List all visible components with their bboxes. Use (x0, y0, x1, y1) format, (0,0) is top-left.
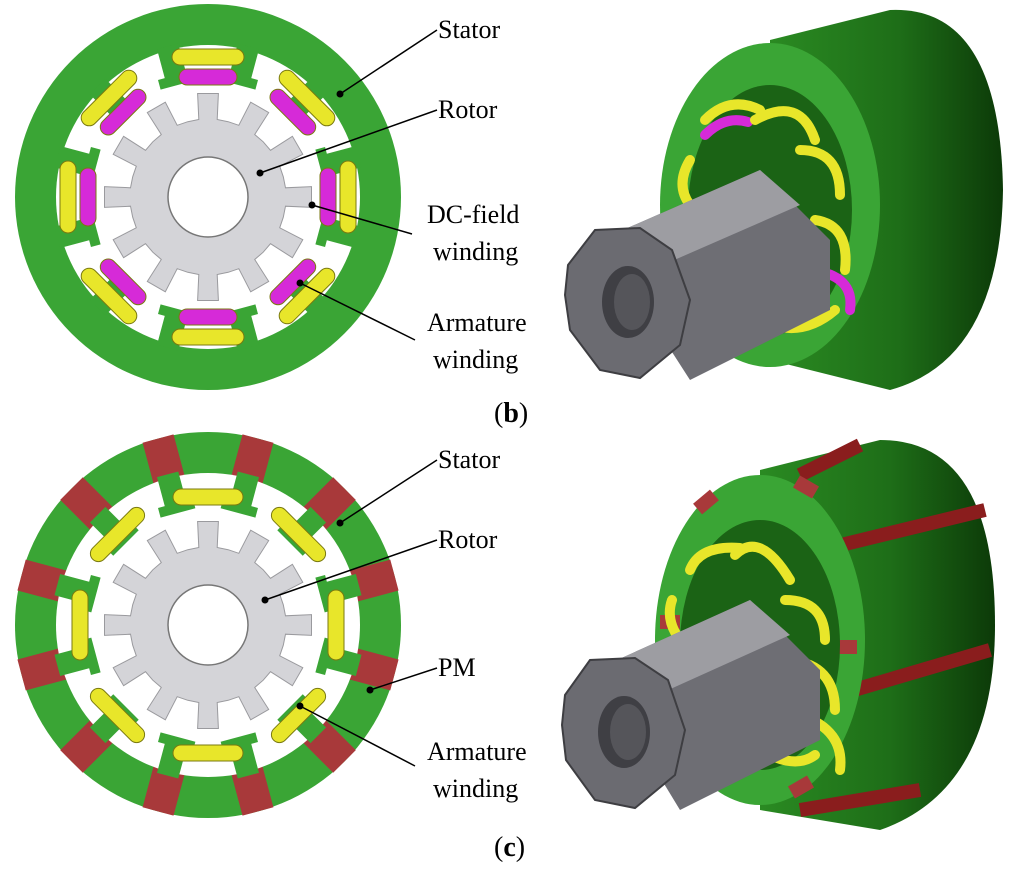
armature-coil (89, 687, 146, 744)
dc-field-coil (178, 308, 238, 326)
label-dc-winding-b: winding (433, 237, 518, 266)
armature-coil (80, 69, 138, 127)
label-rotor-b: Rotor (438, 95, 498, 124)
dc-field-coil (269, 258, 317, 306)
label-dc-field-b: DC-field (427, 200, 519, 229)
armature-coils (59, 48, 357, 346)
rotor-bore-inner (614, 274, 650, 330)
dc-field-coil (319, 167, 337, 227)
armature-coils (71, 488, 345, 762)
armature-coil (270, 687, 327, 744)
armature-coil (59, 160, 77, 234)
label-stator-c: Stator (438, 445, 500, 474)
dc-field-coil (79, 167, 97, 227)
armature-coil (327, 589, 345, 661)
shaft-bore (167, 156, 249, 238)
dc-field-coil (269, 88, 317, 136)
label-armature-winding-c: winding (433, 774, 518, 803)
label-pm-c: PM (438, 653, 476, 682)
panel-c-3d-view (560, 438, 995, 830)
caption-c: (c) (494, 832, 525, 863)
armature-coil (171, 328, 245, 346)
label-armature-winding-b: winding (433, 345, 518, 374)
armature-coil (171, 48, 245, 66)
armature-coil (172, 744, 244, 762)
label-rotor-c: Rotor (438, 525, 498, 554)
shaft-bore (167, 584, 249, 666)
rotor-bore-inner (610, 704, 646, 760)
panel-b-leader-dots (256, 90, 344, 287)
armature-coil (172, 488, 244, 506)
label-armature-b: Armature (427, 308, 527, 337)
panel-c-cross-section (15, 432, 401, 818)
armature-coil (270, 506, 327, 563)
panel-c-leaders (264, 459, 438, 767)
armature-coil (278, 69, 336, 127)
dc-field-coil (99, 258, 147, 306)
panel-c-leader-dots (261, 519, 374, 710)
armature-coil (89, 506, 146, 563)
dc-field-coil (99, 88, 147, 136)
armature-coil (339, 160, 357, 234)
permanent-magnet (231, 764, 274, 816)
dc-field-coil (178, 68, 238, 86)
label-stator-b: Stator (438, 15, 500, 44)
caption-b: (b) (494, 398, 528, 429)
armature-coil (71, 589, 89, 661)
panel-b-leaders (259, 29, 438, 341)
panel-b-3d-view (563, 9, 1003, 391)
panel-b-cross-section (15, 4, 401, 390)
armature-coil (80, 267, 138, 325)
label-armature-c: Armature (427, 737, 527, 766)
permanent-magnet (142, 764, 185, 816)
armature-coil (278, 267, 336, 325)
